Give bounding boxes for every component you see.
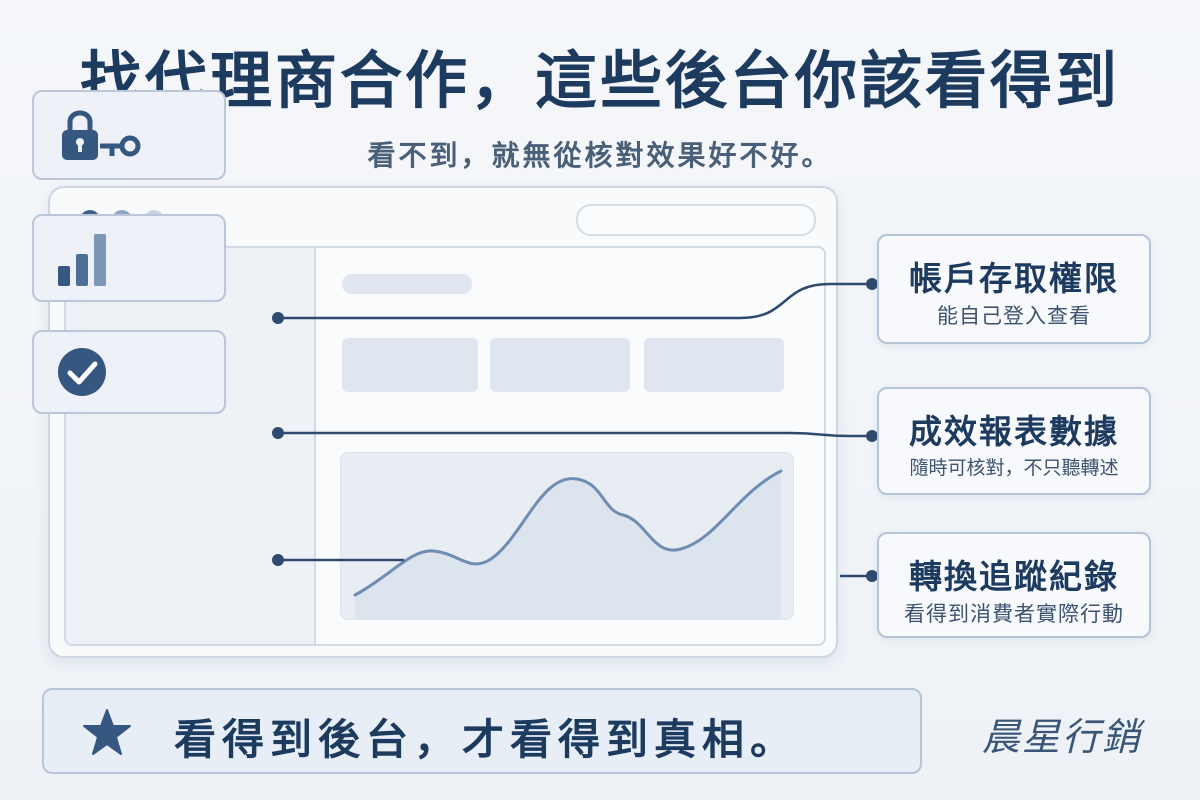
callout-card-conversion-tracking: 轉換追蹤紀錄 看得到消費者實際行動: [877, 532, 1151, 638]
placeholder-stat-card: [490, 338, 630, 392]
star-icon: [83, 709, 131, 755]
slogan-text: 看得到後台，才看得到真相。: [174, 715, 799, 764]
callout-card-account-access: 帳戶存取權限 能自己登入查看: [877, 234, 1151, 344]
slogan-banner: 看得到後台，才看得到真相。: [42, 688, 922, 774]
page-subtitle: 看不到，就無從核對效果好不好。: [367, 139, 833, 172]
placeholder-stat-card: [644, 338, 784, 392]
placeholder-stat-card: [342, 338, 478, 392]
feature-item-conversion-tracking: [32, 330, 226, 414]
trend-chart-icon: [353, 469, 783, 619]
feature-item-account-access: [32, 90, 226, 180]
callout-description: 能自己登入查看: [937, 304, 1091, 328]
page-title: 找代理商合作，這些後台你該看得到: [79, 44, 1120, 117]
address-bar: [576, 204, 816, 236]
dashboard-sidebar: [66, 248, 316, 644]
trend-chart-area: [340, 452, 794, 620]
callout-description: 隨時可核對，不只聽轉述: [909, 457, 1119, 479]
callout-title: 帳戶存取權限: [909, 259, 1119, 298]
feature-item-performance-report: [32, 214, 226, 302]
lock-key-icon: [62, 110, 141, 160]
callout-title: 成效報表數據: [909, 412, 1119, 451]
callout-title: 轉換追蹤紀錄: [909, 557, 1119, 596]
bar-chart-icon: [58, 234, 106, 286]
callout-card-performance-report: 成效報表數據 隨時可核對，不只聽轉述: [877, 387, 1151, 495]
brand-logo: 晨星行銷: [982, 715, 1143, 759]
check-circle-icon: [58, 348, 106, 396]
callout-description: 看得到消費者實際行動: [904, 602, 1124, 626]
placeholder-heading: [342, 274, 472, 294]
